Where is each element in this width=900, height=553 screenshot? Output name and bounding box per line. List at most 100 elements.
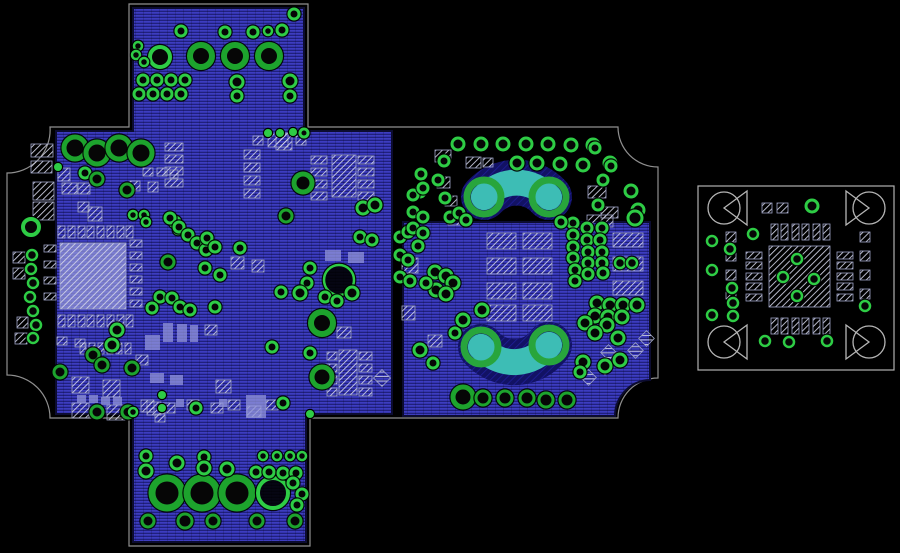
via-hole <box>274 453 280 459</box>
via-hole <box>201 264 209 272</box>
smd-pad <box>745 261 763 270</box>
fiducial-circle <box>852 191 886 225</box>
via-hole <box>618 300 628 310</box>
via-hole <box>292 469 300 477</box>
smd-pad <box>71 402 90 419</box>
via-ring <box>174 24 188 38</box>
via-ring <box>295 487 309 501</box>
via-hole <box>569 219 577 227</box>
smd-pad <box>251 259 265 273</box>
via-ring <box>213 268 227 282</box>
via-ring <box>367 197 383 213</box>
smd-pad <box>252 135 264 146</box>
via-ring <box>455 312 471 328</box>
via-hole <box>598 259 606 267</box>
via-hole <box>193 48 209 64</box>
via-ring <box>218 474 256 512</box>
via-ring <box>790 289 804 303</box>
bone-pad-core <box>536 332 562 358</box>
via-hole <box>279 469 287 477</box>
via-hole <box>347 288 357 298</box>
via-ring <box>509 155 525 171</box>
smd-pad <box>822 317 831 335</box>
via-hole <box>285 76 295 86</box>
via-hole <box>166 214 174 222</box>
via-ring <box>140 513 156 529</box>
smd-pad <box>725 231 737 243</box>
via-hole <box>88 144 106 162</box>
via-ring <box>474 302 490 318</box>
via-hole <box>261 48 277 64</box>
smd-pad <box>140 399 155 413</box>
fiducial-triangle <box>722 189 748 227</box>
via-hole <box>236 244 244 252</box>
via-hole <box>28 251 36 259</box>
smd-pad <box>43 244 57 253</box>
via-ring <box>52 364 68 380</box>
via-hole <box>451 329 459 337</box>
via-ring <box>746 227 760 241</box>
via-hole <box>66 139 84 157</box>
via-hole <box>184 231 192 239</box>
via-ring <box>540 136 556 152</box>
via-hole <box>299 453 305 459</box>
via-ring <box>94 357 110 373</box>
via-hole <box>571 266 579 274</box>
fiducial-target <box>845 189 886 227</box>
smd-pad <box>71 376 90 394</box>
via-hole <box>32 321 40 329</box>
via-ring <box>145 301 159 315</box>
via-ring <box>296 450 308 462</box>
via-ring <box>233 241 247 255</box>
smd-pad <box>32 201 55 221</box>
via-hole <box>583 224 591 232</box>
smd-pad <box>14 332 28 345</box>
smd-pad <box>164 154 184 164</box>
via-ring <box>172 220 186 234</box>
via-hole <box>152 49 168 65</box>
bone-pad-core <box>536 184 562 210</box>
via-ring <box>276 466 290 480</box>
smd-pad <box>227 399 241 411</box>
via-ring <box>229 74 245 90</box>
via-hole <box>358 203 368 213</box>
via-ring <box>109 322 125 338</box>
via-ring <box>85 347 101 363</box>
via-ring <box>529 155 545 171</box>
via-ring <box>401 253 415 267</box>
via-hole <box>216 271 224 279</box>
via-hole <box>861 302 869 310</box>
via-hole <box>252 468 260 476</box>
smd-pad <box>801 317 810 335</box>
via-ring <box>29 318 43 332</box>
via-hole <box>441 289 451 299</box>
via-hole <box>97 360 107 370</box>
via-ring <box>274 285 288 299</box>
via-ring <box>596 266 610 280</box>
smd-pad <box>836 261 854 270</box>
inner-layer-pad <box>113 397 122 405</box>
inner-layer-pad <box>348 252 364 263</box>
via-ring <box>205 513 221 529</box>
via-ring <box>459 213 473 227</box>
via-dot <box>54 163 62 171</box>
via-ring <box>26 276 40 290</box>
via-ring <box>303 346 317 360</box>
smd-pad <box>57 314 66 328</box>
via-hole <box>268 343 276 351</box>
via-hole <box>29 279 37 287</box>
via-ring <box>705 234 719 248</box>
smd-pad <box>77 201 90 213</box>
inner-layer-pad <box>77 395 86 403</box>
smd-pad <box>12 251 26 264</box>
small-board <box>697 185 895 371</box>
via-hole <box>607 162 615 170</box>
inner-layer-pad <box>325 250 341 261</box>
via-ring <box>89 171 105 187</box>
via-ring <box>726 296 740 310</box>
inner-layer-pad <box>170 375 183 385</box>
via-hole <box>279 399 287 407</box>
via-dot <box>306 410 314 418</box>
via-ring <box>282 73 298 89</box>
via-ring <box>537 391 555 409</box>
